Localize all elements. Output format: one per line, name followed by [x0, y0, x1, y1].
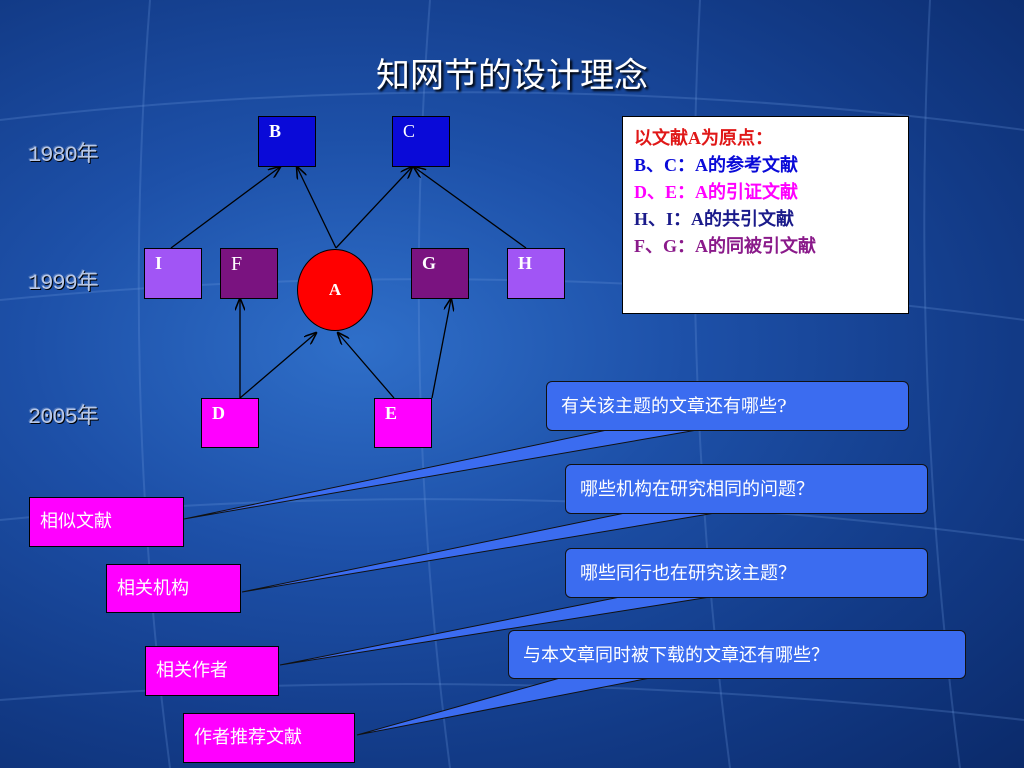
- year-label-2005: 2005年: [28, 405, 99, 430]
- node-f: F: [220, 248, 278, 299]
- node-i: I: [144, 248, 202, 299]
- callout-co-downloaded: 与本文章同时被下载的文章还有哪些？: [508, 630, 966, 679]
- node-d: D: [201, 398, 259, 448]
- node-g: G: [411, 248, 469, 299]
- page-title: 知网节的设计理念: [376, 56, 648, 96]
- year-label-1999: 1999年: [28, 271, 99, 296]
- node-h: H: [507, 248, 565, 299]
- node-b: B: [258, 116, 316, 167]
- label-author-recommended[interactable]: 作者推荐文献: [183, 713, 355, 763]
- arrow-h-to-c: [414, 167, 527, 249]
- arrow-d-to-a: [239, 333, 316, 399]
- legend-origin: 以文献A为原点：: [634, 128, 773, 148]
- callout-related-authors: 哪些同行也在研究该主题？: [565, 548, 928, 598]
- callout-related-institutions: 哪些机构在研究相同的问题？: [565, 464, 928, 514]
- legend-citations: D、E：A的引证文献: [634, 182, 799, 202]
- arrow-i-to-b: [170, 167, 280, 249]
- label-related-institutions[interactable]: 相关机构: [106, 564, 241, 613]
- legend-references: B、C：A的参考文献: [634, 155, 799, 175]
- arrow-a-to-b: [297, 167, 337, 249]
- callout-pointer-4: [356, 677, 651, 736]
- legend-co-citations: H、I：A的共引文献: [634, 209, 795, 229]
- node-a-origin: A: [297, 249, 373, 331]
- legend-box: 以文献A为原点： B、C：A的参考文献 D、E：A的引证文献 H、I：A的共引文…: [622, 116, 909, 314]
- arrow-e-to-g: [431, 299, 451, 399]
- node-c: C: [392, 116, 450, 167]
- callout-similar-articles: 有关该主题的文章还有哪些?: [546, 381, 909, 431]
- year-label-1980: 1980年: [28, 143, 99, 168]
- arrow-e-to-a: [338, 333, 395, 399]
- arrow-a-to-c: [335, 167, 412, 249]
- legend-co-cited: F、G：A的同被引文献: [634, 236, 816, 256]
- label-similar-literature[interactable]: 相似文献: [29, 497, 184, 547]
- label-related-authors[interactable]: 相关作者: [145, 646, 279, 696]
- node-e: E: [374, 398, 432, 448]
